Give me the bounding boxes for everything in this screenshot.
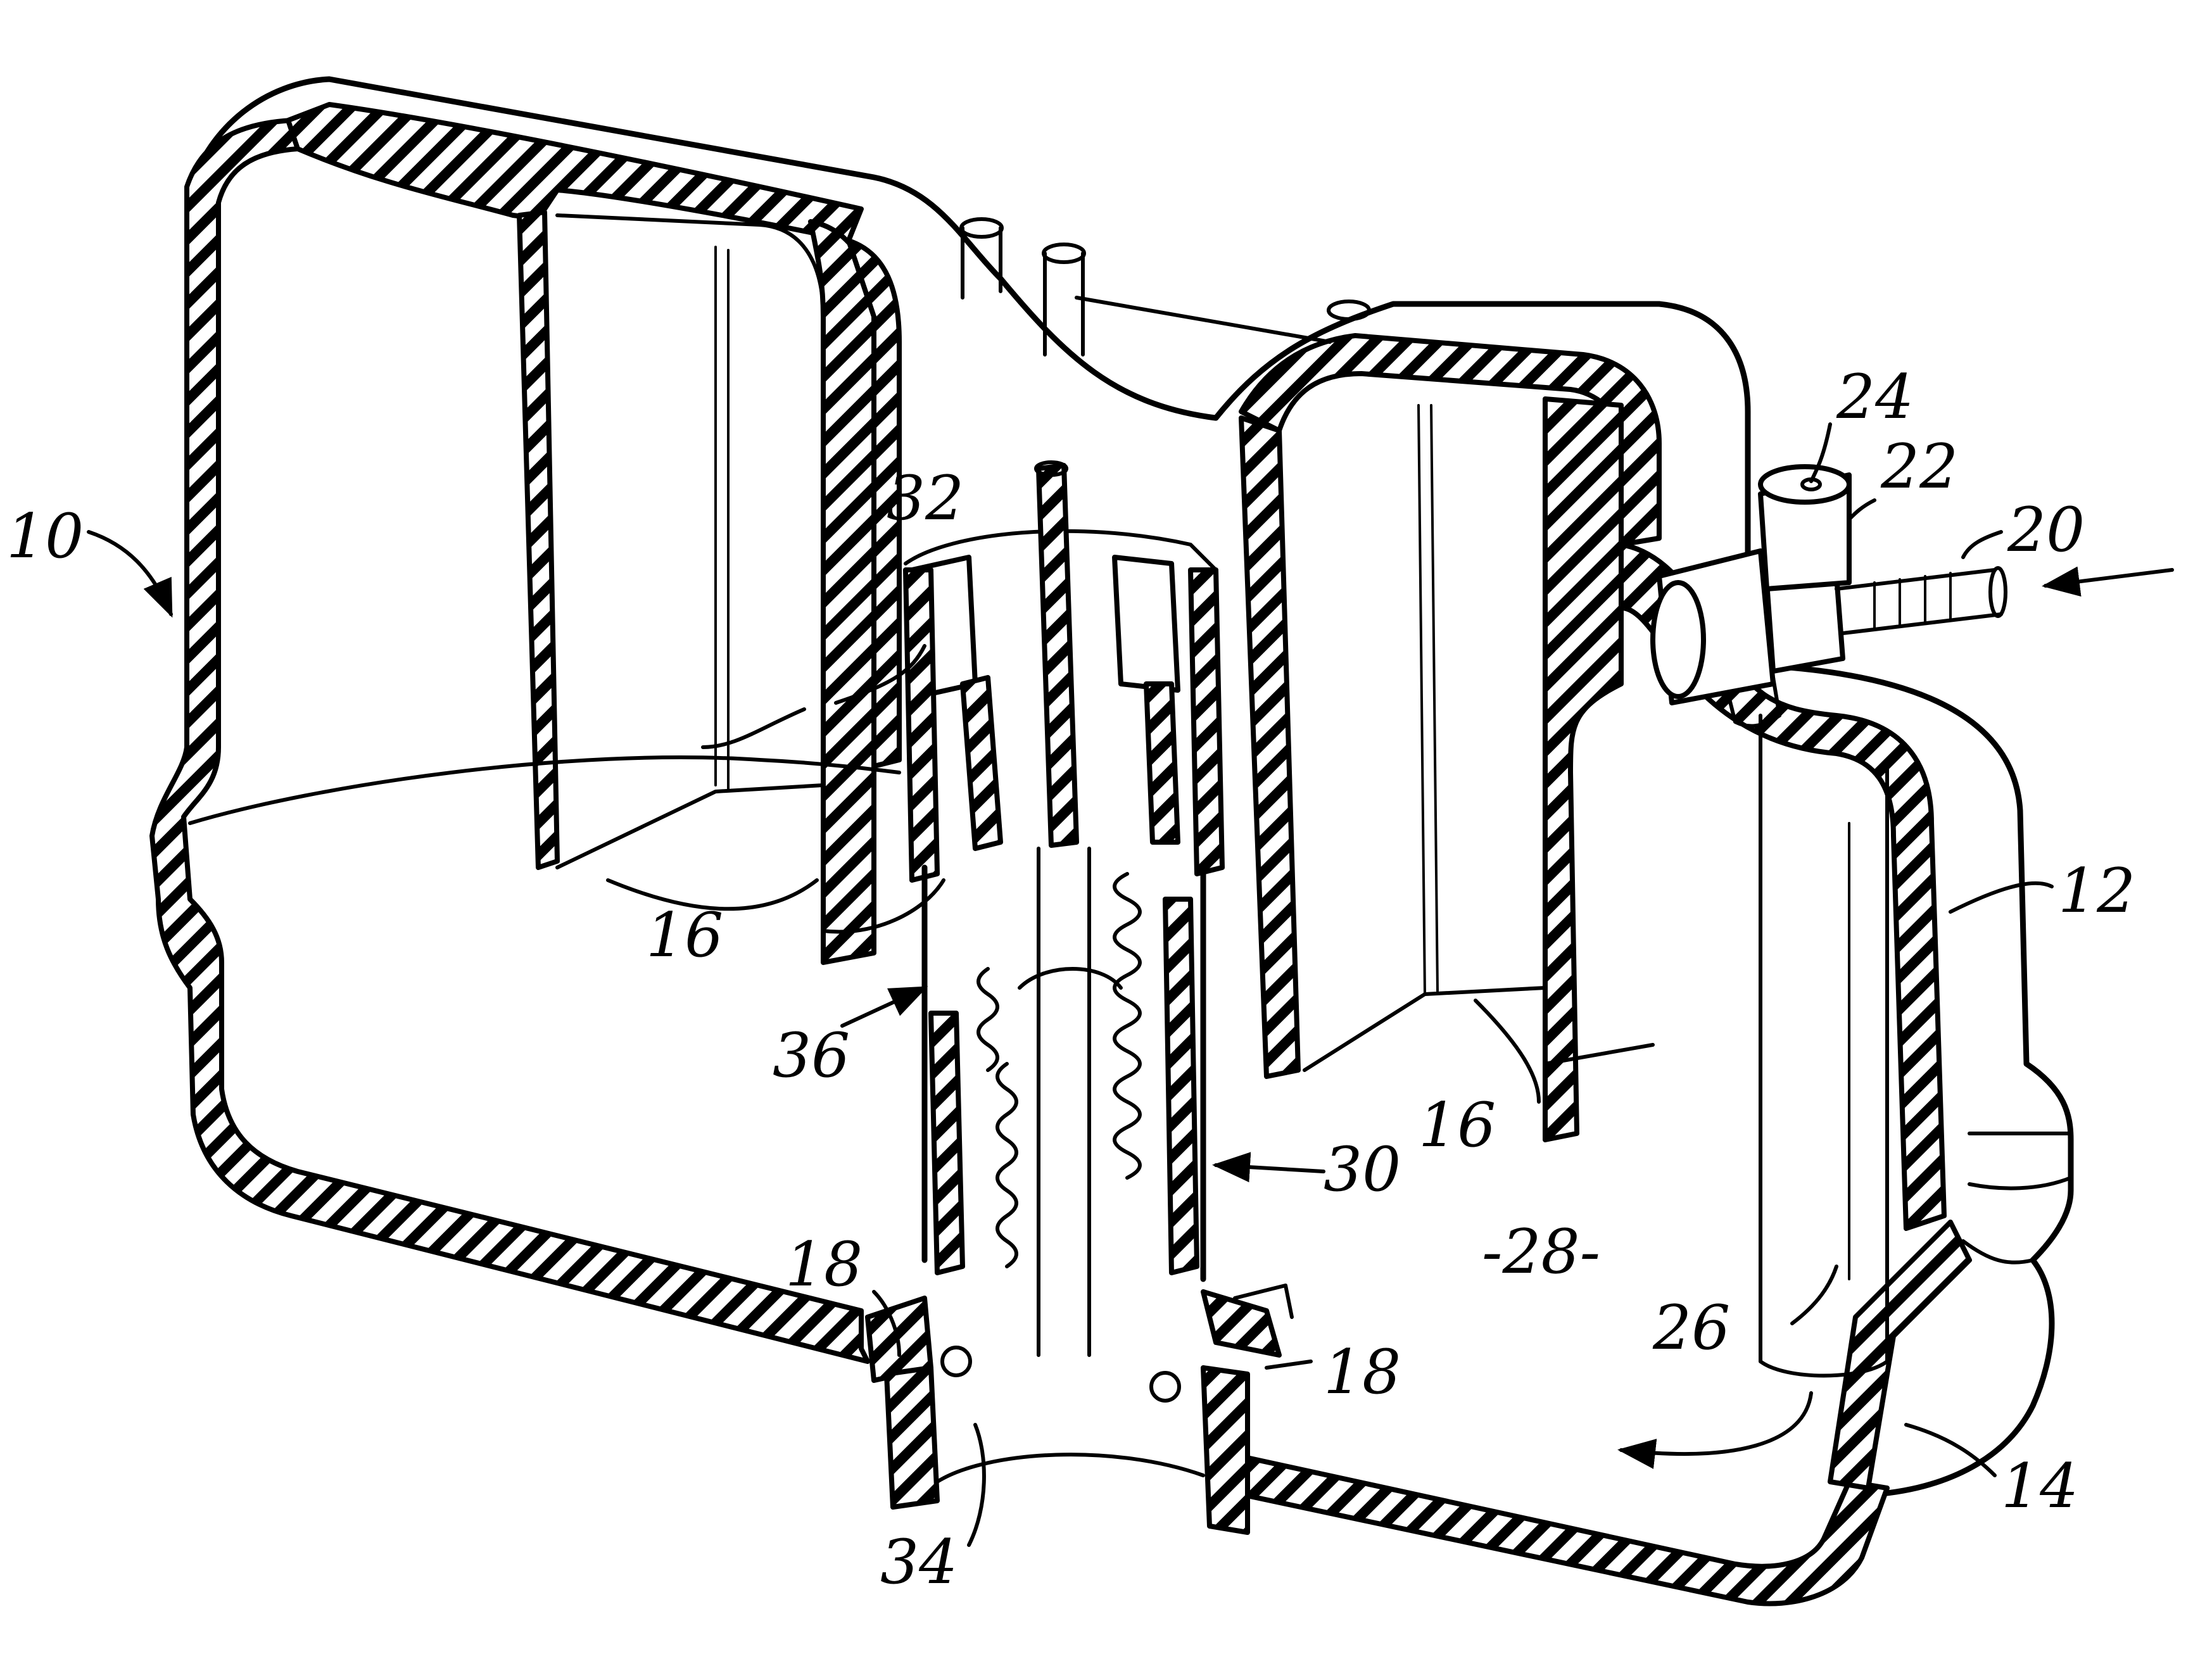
label-30: 30: [1324, 1134, 1401, 1205]
label-18-right: 18: [1324, 1337, 1401, 1408]
valve-assembly: [868, 462, 1292, 1532]
label-28: -28-: [1482, 1216, 1600, 1287]
label-22: 22: [1880, 431, 1958, 502]
label-24: 24: [1836, 362, 1914, 432]
label-32: 32: [887, 463, 964, 534]
label-14: 14: [2001, 1451, 2078, 1522]
dip-tube: [1760, 716, 1887, 1376]
label-12: 12: [2058, 855, 2135, 926]
label-20: 20: [2007, 495, 2085, 565]
right-baffle: [1241, 336, 1944, 1228]
outer-housing: [190, 79, 2071, 1494]
label-26: 26: [1652, 1292, 1730, 1363]
top-tubes: [961, 219, 1369, 355]
left-baffle: [519, 212, 899, 962]
label-36: 36: [773, 1020, 850, 1091]
bottom-wall: [1241, 1222, 1969, 1603]
label-16-left: 16: [646, 900, 723, 971]
label-16-right: 16: [1419, 1090, 1496, 1161]
label-34: 34: [880, 1527, 957, 1598]
left-wall-section: [152, 104, 868, 1361]
inlet-fitting: [1653, 467, 2006, 726]
label-18-left: 18: [785, 1229, 863, 1300]
label-10: 10: [6, 501, 84, 572]
